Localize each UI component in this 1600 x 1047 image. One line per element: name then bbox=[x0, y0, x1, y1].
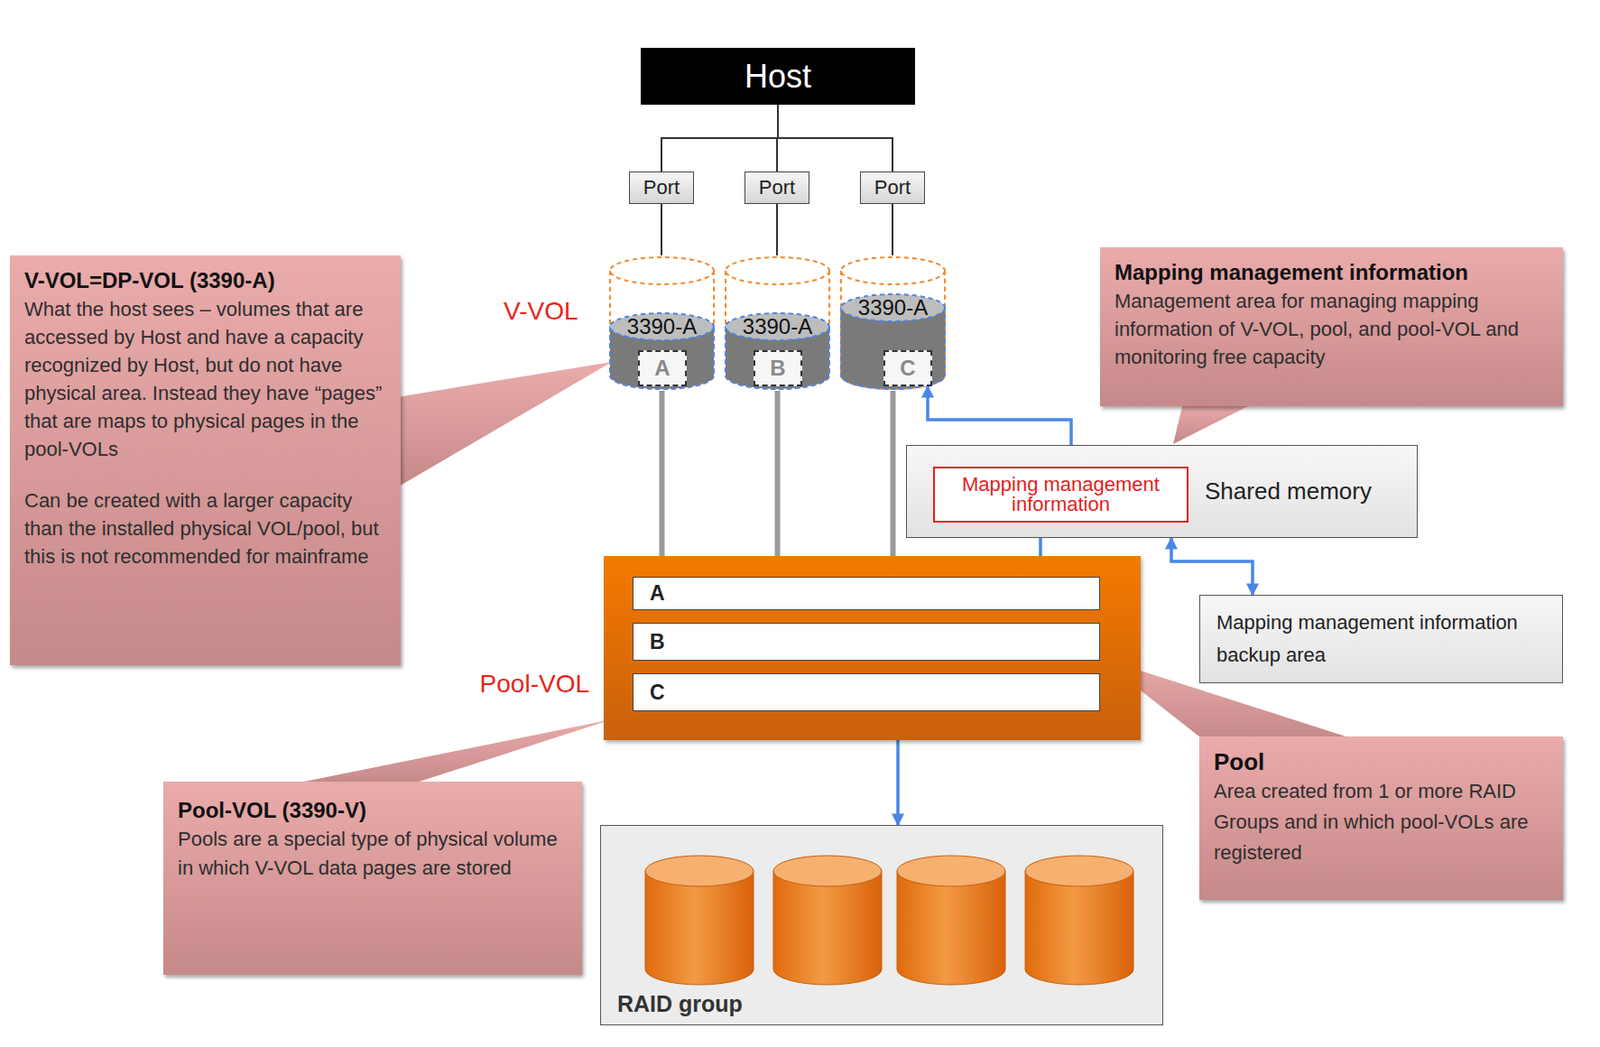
node-text: 3390-A bbox=[839, 295, 947, 321]
node-text: Pool-VOL bbox=[480, 669, 590, 699]
pool-bar: A bbox=[632, 576, 1101, 611]
pool-bar: B bbox=[632, 622, 1101, 661]
node-text: C bbox=[649, 680, 666, 705]
port-box: Port bbox=[628, 171, 694, 204]
host-box: Host bbox=[640, 47, 916, 105]
node-text: RAID group bbox=[617, 990, 743, 1018]
volume-cylinder: 3390-A C bbox=[839, 255, 947, 391]
memory-box: Shared memory Mapping management informat… bbox=[906, 444, 1418, 538]
volume-cylinder: 3390-A B bbox=[723, 255, 832, 391]
node-text: Mapping management information bbox=[1114, 258, 1549, 287]
host-line bbox=[661, 104, 778, 172]
volume-cylinder: 3390-A A bbox=[608, 255, 716, 391]
node-body-text: Management area for managing mapping inf… bbox=[1114, 286, 1549, 371]
node-text: Pool bbox=[1213, 747, 1549, 777]
backup-box: Mapping management information backup ar… bbox=[1199, 594, 1564, 684]
node-text: Mapping management information backup ar… bbox=[1216, 606, 1546, 672]
node-text: Mapping management information bbox=[934, 474, 1187, 515]
volume-link bbox=[775, 390, 781, 556]
node-body-text: Area created from 1 or more RAID Groups … bbox=[1213, 776, 1549, 869]
page-box: B bbox=[753, 350, 803, 387]
port-box: Port bbox=[744, 171, 810, 204]
raid-box: RAID group bbox=[600, 824, 1164, 1026]
node-text: Shared memory bbox=[1204, 445, 1372, 537]
raid-ground bbox=[601, 825, 1163, 1025]
callout-box: Pool-VOL (3390-V)Pools are a special typ… bbox=[163, 781, 583, 975]
section-label: V-VOL bbox=[503, 296, 578, 326]
mapping-box: Mapping management information bbox=[933, 466, 1189, 523]
node-text: 3390-A bbox=[608, 314, 716, 340]
callout-box: Mapping management informationManagement… bbox=[1100, 247, 1564, 407]
node-text: Host bbox=[744, 57, 812, 96]
volume-link bbox=[659, 390, 666, 556]
node-text: A bbox=[654, 355, 670, 381]
page-box: C bbox=[883, 350, 933, 387]
node-text: 3390-A bbox=[723, 314, 832, 340]
callout-pointers bbox=[286, 361, 1358, 786]
node-text: V-VOL=DP-VOL (3390-A) bbox=[24, 266, 387, 296]
callout-box: PoolArea created from 1 or more RAID Gro… bbox=[1199, 736, 1564, 900]
node-text: Port bbox=[874, 175, 911, 200]
node-text: Port bbox=[643, 175, 680, 200]
node-text: A bbox=[649, 581, 666, 606]
node-text: B bbox=[649, 629, 666, 655]
pool-bar: C bbox=[632, 673, 1101, 712]
host-line bbox=[777, 104, 893, 172]
node-body-text: Pools are a special type of physical vol… bbox=[177, 824, 568, 883]
node-text: Pool-VOL (3390-V) bbox=[177, 795, 568, 825]
node-text: Port bbox=[758, 175, 796, 200]
volume-link bbox=[890, 390, 897, 556]
callout-box: V-VOL=DP-VOL (3390-A)What the host sees … bbox=[9, 255, 401, 666]
host-line bbox=[660, 203, 663, 256]
node-text: B bbox=[769, 355, 786, 381]
node-body-text: What the host sees – volumes that are ac… bbox=[24, 295, 387, 463]
raid-disks bbox=[645, 855, 1134, 985]
host-line bbox=[891, 203, 894, 256]
node-body-text: Can be created with a larger capacity th… bbox=[24, 486, 387, 571]
mapping-arrow bbox=[1171, 537, 1253, 595]
page-box: A bbox=[638, 350, 687, 387]
pool-vol-box: Pool-VOLABC bbox=[603, 555, 1141, 740]
host-line bbox=[776, 203, 778, 256]
node-text: C bbox=[899, 355, 916, 381]
port-box: Port bbox=[860, 171, 925, 204]
